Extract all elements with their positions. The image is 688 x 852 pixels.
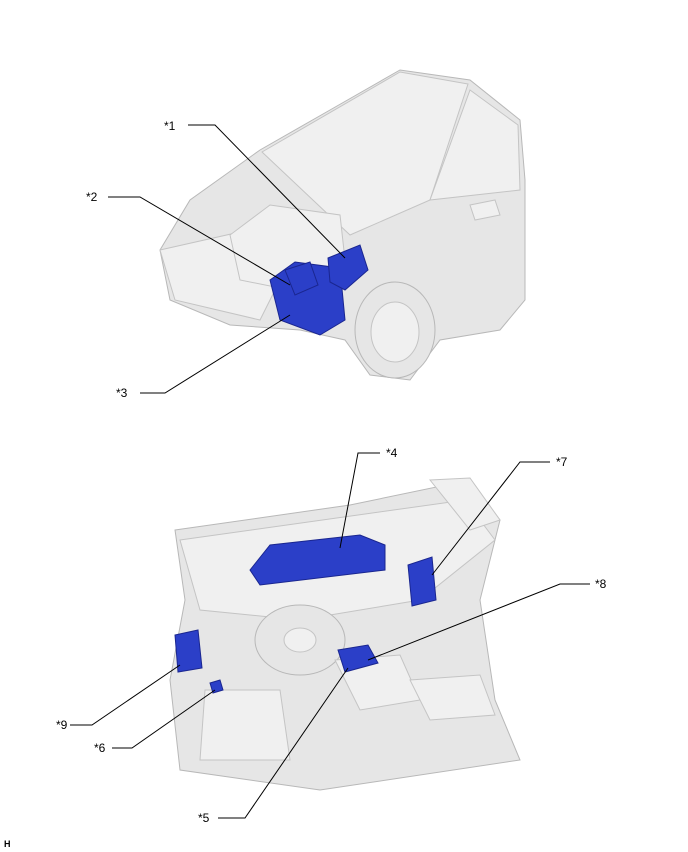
component-6 [209, 679, 224, 694]
callout-9: *9 [56, 718, 68, 732]
component-2 [284, 261, 319, 296]
callout-8: *8 [595, 577, 607, 591]
component-4-meter [249, 534, 386, 586]
interior-components [174, 534, 437, 694]
component-7 [407, 556, 437, 607]
component-5-8 [337, 644, 379, 673]
component-9 [174, 629, 203, 673]
vehicle-interior-illustration [169, 477, 521, 791]
callout-1: *1 [164, 119, 176, 133]
corner-mark: H [4, 839, 11, 849]
callout-5: *5 [198, 811, 210, 825]
callout-6: *6 [94, 741, 106, 755]
vehicle-exterior-illustration [159, 69, 526, 381]
callout-4: *4 [386, 446, 398, 460]
callout-2: *2 [86, 190, 98, 204]
callout-7: *7 [556, 455, 568, 469]
leader-lines [70, 124, 590, 819]
callout-3: *3 [116, 386, 128, 400]
component-1-ecu [327, 244, 369, 291]
engine-compartment-components [269, 244, 369, 336]
